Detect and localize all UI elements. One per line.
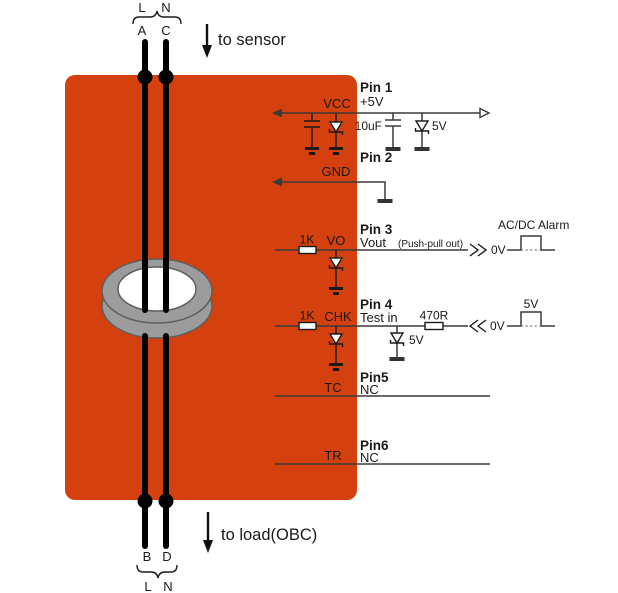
test-resistor-icon [424, 321, 444, 331]
down-arrow-head [202, 45, 212, 58]
terminal-c-dot [158, 69, 174, 85]
terminal-b-label: B [143, 549, 152, 564]
pin6-circuit: Pin6 NC TR [275, 438, 490, 465]
pin5-name: Pin5 [360, 370, 389, 385]
pin4-name: Pin 4 [360, 297, 393, 312]
down-arrow-head [203, 540, 213, 553]
pin6-name: Pin6 [360, 438, 389, 453]
primary-wires [137, 39, 174, 549]
tr-net-label: TR [324, 448, 341, 463]
pin4-circuit: Pin 4 Test in 1K CHK 5V 470R 0V 5V [275, 297, 555, 371]
capacitor-value-label: 10uF [355, 119, 382, 133]
output-line-label: L [144, 579, 151, 593]
internal-capacitor-icon [304, 113, 320, 155]
tc-net-label: TC [324, 380, 341, 395]
pin2-name: Pin 2 [360, 150, 392, 165]
to-sensor-annotation: to sensor [202, 24, 286, 58]
zener-value-label: 5V [432, 119, 447, 133]
pin6-function: NC [360, 450, 379, 465]
terminal-b-dot [137, 493, 153, 509]
pulse-high-label: 5V [524, 297, 539, 311]
resistor-value-label: 1K [300, 309, 315, 323]
double-chevron-in-icon [468, 319, 487, 333]
pin5-function: NC [360, 382, 379, 397]
output-brace [136, 564, 178, 579]
test-zener-icon [389, 326, 405, 361]
pin1-function: +5V [360, 94, 384, 109]
pin1-name: Pin 1 [360, 80, 393, 95]
alarm-pulse-waveform [507, 235, 555, 251]
ground-bar-icon [377, 199, 393, 203]
core-hole [117, 266, 197, 312]
internal-zener-icon [328, 113, 344, 155]
gnd-net-label: GND [322, 164, 351, 179]
pin3-level-label: 0V [491, 243, 506, 257]
terminal-d-dot [158, 493, 174, 509]
ac-output-labels: B D L N [136, 549, 178, 593]
vo-net-label: VO [327, 233, 346, 248]
pin2-circuit: Pin 2 GND [272, 150, 393, 203]
pin4-function: Test in [360, 310, 398, 325]
internal-zener-icon [328, 250, 344, 295]
terminal-d-label: D [162, 549, 171, 564]
input-neutral-label: N [161, 0, 170, 15]
internal-zener-icon [328, 326, 344, 371]
pin5-circuit: Pin5 NC TC [275, 370, 490, 397]
test-resistor-value-label: 470R [420, 309, 449, 323]
pin3-name: Pin 3 [360, 222, 393, 237]
pin3-circuit: Pin 3 Vout (Push-pull out) 1K VO 0V AC/D… [275, 218, 569, 295]
current-transformer-core [101, 258, 213, 339]
alarm-label: AC/DC Alarm [498, 218, 569, 232]
vcc-net-label: VCC [323, 96, 350, 111]
pin4-level-label: 0V [490, 319, 505, 333]
input-line-label: L [138, 0, 145, 15]
filter-capacitor-icon [385, 113, 401, 151]
pin3-function: Vout [360, 235, 386, 250]
terminal-a-dot [137, 69, 153, 85]
to-load-label: to load(OBC) [221, 526, 317, 544]
pin1-circuit: Pin 1 +5V VCC 10uF 5V [272, 80, 491, 155]
series-resistor-icon [298, 245, 317, 255]
series-resistor-icon [298, 321, 317, 331]
output-neutral-label: N [163, 579, 172, 593]
to-load-annotation: to load(OBC) [203, 512, 317, 553]
chk-net-label: CHK [324, 309, 352, 324]
left-arrow-icon [272, 177, 282, 187]
terminal-a-label: A [138, 23, 147, 38]
to-sensor-label: to sensor [218, 31, 286, 49]
right-open-arrow-icon [479, 107, 491, 119]
test-pulse-waveform [507, 311, 555, 327]
input-brace [132, 10, 182, 25]
pin2-rail [281, 181, 386, 199]
pin3-function-note: (Push-pull out) [398, 239, 463, 250]
zener-value-label: 5V [409, 333, 424, 347]
double-chevron-out-icon [469, 243, 488, 257]
terminal-c-label: C [161, 23, 170, 38]
clamp-zener-icon [414, 113, 430, 151]
left-arrow-icon [272, 108, 282, 118]
resistor-value-label: 1K [300, 233, 315, 247]
ac-input-labels: L N A C [132, 0, 182, 38]
